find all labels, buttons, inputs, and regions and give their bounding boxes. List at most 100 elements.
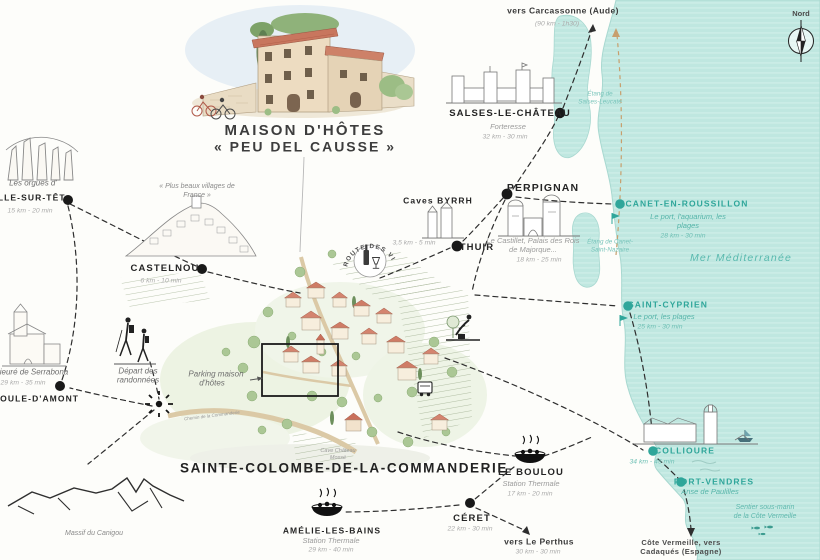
salses-fortress-illustration	[446, 62, 562, 104]
compass-label: Nord	[792, 8, 810, 18]
mediterranean-sea	[551, 0, 820, 560]
town-thuir: THUIR	[459, 241, 495, 253]
town-ceret: CÉRET	[453, 512, 491, 524]
castelnou-dot	[197, 264, 207, 274]
collioure-dot	[648, 446, 658, 456]
title-connector-line	[299, 156, 305, 253]
compass-icon	[788, 20, 814, 62]
snorkel-trail-label2: de la Côte Vermeille	[733, 513, 797, 521]
town-port-vendres: PORT-VENDRES	[673, 476, 755, 487]
ceret-dot	[465, 498, 475, 508]
town-canet: CANET-EN-ROUSSILLON	[625, 198, 749, 209]
guesthouse-title-line1: MAISON D'HÔTES	[224, 121, 386, 139]
sea-name-label: Mer Méditerranée	[689, 252, 793, 265]
saint-cyprien-subtitle: Le port, les plages	[633, 311, 695, 321]
amelie-distance: 29 km - 40 min	[308, 546, 354, 554]
thermal-spring-icon-amelie	[311, 487, 343, 516]
boule-distance: 29 km - 35 min	[0, 379, 46, 387]
town-perpignan: PERPIGNAN	[506, 182, 580, 195]
port-vendres-subtitle: Anse de Paulilles	[681, 486, 739, 496]
perpignan-distance: 18 km - 25 min	[516, 256, 562, 264]
direction-carcassonne-distance: (90 km - 1h30)	[534, 20, 580, 28]
amelie-subtitle: Station Thermale	[302, 535, 360, 545]
windsurf-icon-canet	[611, 213, 620, 224]
byrrh-cellars-illustration	[422, 201, 464, 239]
guesthouse-illustration	[185, 5, 415, 120]
byrrh-distance: 3,5 km - 5 min	[392, 239, 436, 247]
canigou-label: Massif du Canigou	[65, 530, 123, 538]
le-boulou-distance: 17 km - 20 min	[507, 490, 553, 498]
fish-icons	[751, 525, 773, 536]
cyclists-icon	[191, 94, 236, 120]
parking-label2: d'hôtes	[199, 378, 225, 388]
castelnou-hill-illustration	[124, 195, 257, 257]
salses-dot	[554, 107, 566, 119]
arrow-carcassonne	[588, 24, 596, 33]
village-houses	[281, 281, 450, 432]
arrow-perthus	[522, 526, 530, 535]
hiking-label2: randonnées	[116, 375, 160, 385]
boule-dot	[55, 381, 65, 391]
serrabona-priory-illustration	[2, 303, 66, 367]
castelnou-distance: 6 km - 10 min	[140, 277, 182, 285]
town-le-boulou: LE BOULOU	[498, 466, 564, 478]
hikers-illustration	[114, 317, 156, 365]
guesthouse-title-line2: « PEU DEL CAUSSE »	[213, 138, 397, 155]
salses-subtitle: Forteresse	[490, 121, 526, 131]
village-name: SAINTE-COLOMBE-DE-LA-COMMANDERIE	[180, 460, 508, 476]
guesthouse-zone-rectangle	[261, 343, 339, 397]
snorkel-trail-label1: Sentier sous-marin	[735, 504, 795, 512]
thermal-spring-icon-le-boulou	[514, 434, 546, 463]
routes	[61, 31, 692, 531]
arrow-north-coast	[612, 28, 620, 37]
thuir-dot	[451, 240, 463, 252]
town-ille-sur-tet: ILLE-SUR-TÊT	[0, 192, 66, 203]
arrow-cadaques	[687, 528, 695, 537]
coastal-route	[615, 34, 623, 256]
direction-cadaques-line2: Cadaqués (Espagne)	[640, 546, 722, 556]
perpignan-subtitle1: Le Castillet, Palais des Rois	[486, 235, 580, 245]
ille-distance: 15 km - 20 min	[7, 207, 53, 215]
saint-cyprien-distance: 25 km - 30 min	[637, 323, 683, 331]
perpignan-castillet-illustration	[498, 194, 580, 237]
bus-icon	[417, 381, 433, 397]
castelnou-quote1: « Plus beaux villages de	[159, 183, 235, 191]
cave-label1: Cave Château	[320, 447, 356, 454]
ceret-distance: 22 km - 30 min	[447, 525, 493, 533]
salses-distance: 32 km - 30 min	[482, 133, 528, 141]
windsurf-icon-saint-cyprien	[619, 315, 628, 326]
canet-dot	[615, 199, 625, 209]
hiking-label1: Départ des	[118, 366, 158, 376]
town-amelie-les-bains: AMÉLIE-LES-BAINS	[282, 525, 382, 536]
perpignan-dot	[501, 188, 513, 200]
direction-perthus-distance: 30 km - 30 min	[515, 548, 561, 556]
trailhead-icon	[145, 391, 173, 417]
orgues-illustration	[5, 136, 79, 181]
town-castelnou: CASTELNOU	[130, 262, 200, 274]
town-boule-damont: BOULE-D'AMONT	[0, 393, 80, 404]
winegrower-icon	[446, 314, 480, 341]
ille-dot	[63, 195, 73, 205]
town-dots	[55, 107, 686, 508]
lagoon-north-label1: Étang de	[587, 90, 613, 98]
perpignan-subtitle2: de Majorque...	[509, 244, 557, 254]
canet-subtitle2: plages	[676, 220, 700, 230]
lagoon-canet	[572, 212, 601, 288]
boule-subtitle: Prieuré de Serrabona	[0, 367, 69, 377]
lagoon-south-label2: Saint-Nazaire	[590, 246, 630, 254]
lagoon-south-label1: Étang de Canet-	[587, 238, 633, 246]
saint-cyprien-dot	[623, 301, 633, 311]
cave-label2: Mossé	[329, 454, 347, 461]
canet-distance: 28 km - 30 min	[660, 232, 706, 240]
direction-cadaques-line1: Côte Vermeille, vers	[641, 537, 721, 547]
port-vendres-dot	[676, 477, 686, 487]
town-salses: SALSES-LE-CHÂTEAU	[449, 107, 571, 119]
canet-subtitle1: Le port, l'aquarium, les	[650, 211, 726, 221]
lagoon-north-label2: Salses-Leucate	[578, 98, 622, 106]
town-saint-cyprien: SAINT-CYPRIEN	[628, 299, 708, 310]
village-road-label: Chemin de la Commanderie	[184, 410, 241, 422]
canigou-ridge-illustration	[7, 476, 185, 515]
collioure-distance: 34 km - 45 min	[629, 458, 675, 466]
